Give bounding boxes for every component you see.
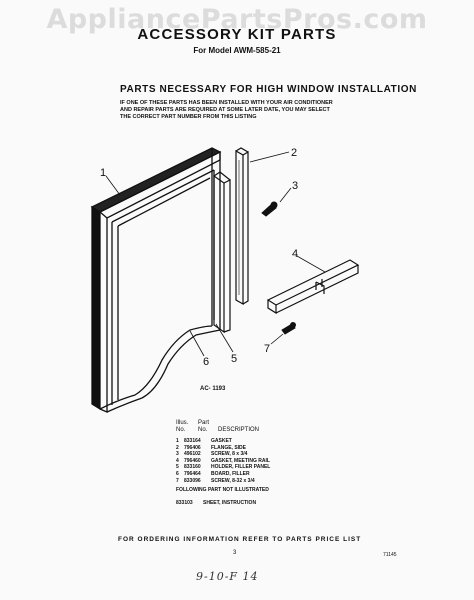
part-2-side-flange	[235, 147, 249, 306]
part-no: 833096	[184, 477, 201, 484]
description: SCREW, 8 x 3/4	[211, 451, 248, 458]
leader-lines	[105, 151, 326, 357]
notice-line: THE CORRECT PART NUMBER FROM THIS LISTIN…	[120, 114, 257, 120]
table-row: 2 796406 FLANGE, SIDE	[176, 445, 270, 452]
callout-3: 3	[292, 180, 298, 192]
part-5-holder	[213, 171, 231, 334]
extra-description: SHEET, INSTRUCTION	[203, 500, 257, 506]
callout-4: 4	[292, 248, 298, 260]
page-number: 3	[233, 550, 237, 556]
description: GASKET, MEETING RAIL	[211, 457, 270, 464]
description: BOARD, FILLER	[211, 470, 250, 477]
notice-text: IF ONE OF THESE PARTS HAS BEEN INSTALLED…	[120, 100, 370, 121]
header-description: DESCRIPTION	[218, 427, 260, 433]
header-no-2: No.	[198, 427, 208, 433]
figure-label: AC- 1193	[200, 386, 226, 392]
table-row: 6 796464 BOARD, FILLER	[176, 471, 270, 478]
table-header-line-1: Illus. Part	[176, 420, 209, 426]
table-row: 7 833096 SCREW, 8-32 x 3/4	[176, 478, 270, 485]
table-row: 1 833164 GASKET	[176, 438, 270, 445]
illus-no: 5	[176, 464, 179, 471]
document-code: 71145	[383, 552, 397, 558]
page-title: ACCESSORY KIT PARTS	[137, 26, 337, 43]
handwritten-note: 9-10-F 14	[196, 570, 259, 583]
callout-numbers: 1 2 3 4 5 6 7	[100, 147, 298, 368]
description: GASKET	[211, 438, 232, 444]
illus-no: 4	[176, 457, 179, 464]
part-4-meeting-rail	[266, 259, 360, 315]
illus-no: 2	[176, 444, 179, 451]
description: FLANGE, SIDE	[211, 444, 247, 451]
table-row: 4 796460 GASKET, MEETING RAIL	[176, 458, 270, 465]
part-no: 833160	[184, 464, 201, 471]
not-illustrated-note: FOLLOWING PART NOT ILLUSTRATED	[176, 487, 269, 493]
model-subtitle: For Model AWM-585-21	[193, 46, 281, 55]
illus-no: 1	[176, 438, 179, 444]
illus-no: 6	[176, 470, 179, 477]
section-title: PARTS NECESSARY FOR HIGH WINDOW INSTALLA…	[120, 84, 417, 95]
header-no-1: No.	[176, 427, 186, 433]
parts-table: 1 833164 GASKET 2 796406 FLANGE, SIDE 3 49610…	[176, 438, 270, 484]
description: SCREW, 8-32 x 3/4	[211, 477, 255, 484]
table-row: 3 496102 SCREW, 8 x 3/4	[176, 451, 270, 458]
watermark: AppliancePartsPros.com	[46, 4, 428, 35]
callout-7: 7	[264, 343, 270, 355]
callout-2: 2	[291, 147, 297, 159]
illus-no: 3	[176, 451, 179, 458]
part-no: 796460	[184, 457, 201, 464]
part-no: 496102	[184, 451, 201, 458]
extra-part-no: 833103	[176, 500, 193, 506]
extra-part-row: 833103 SHEET, INSTRUCTION	[176, 500, 256, 506]
table-row: 5 833160 HOLDER, FILLER PANEL	[176, 464, 270, 471]
part-7-screw	[281, 322, 296, 335]
header-illus: Illus.	[176, 420, 189, 426]
part-no: 796464	[184, 470, 201, 477]
illus-no: 7	[176, 477, 179, 484]
notice-line: IF ONE OF THESE PARTS HAS BEEN INSTALLED…	[120, 100, 333, 106]
table-header-line-2: No. No. DESCRIPTION	[176, 427, 259, 433]
callout-1: 1	[100, 167, 106, 179]
header-part: Part	[198, 420, 210, 426]
description: HOLDER, FILLER PANEL	[211, 464, 271, 471]
callout-5: 5	[231, 353, 237, 365]
part-1-gasket-frame	[90, 147, 222, 413]
part-no: 833164	[184, 438, 201, 444]
ordering-note: FOR ORDERING INFORMATION REFER TO PARTS …	[118, 536, 362, 543]
part-no: 796406	[184, 444, 201, 451]
callout-6: 6	[203, 356, 209, 368]
notice-line: AND REPAIR PARTS ARE REQUIRED AT SOME LA…	[120, 107, 330, 113]
part-3-screw	[261, 201, 278, 217]
